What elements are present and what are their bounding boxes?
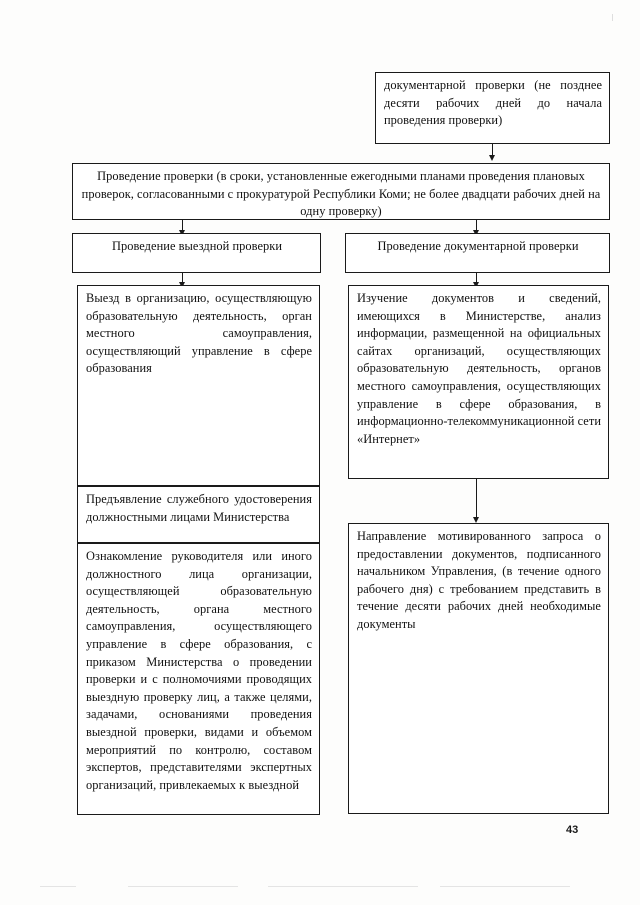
scan-artifact [128, 886, 238, 887]
connector-arrow-top [489, 155, 495, 161]
scan-artifact [440, 886, 570, 887]
flow-box-motivated-request: Направление мотивированного запроса о пр… [348, 523, 609, 814]
flow-box-visit-organization: Выезд в организацию, осуществляющую обра… [77, 285, 320, 486]
scan-artifact [40, 886, 76, 887]
page-number: 43 [566, 824, 579, 836]
flow-box-familiarize-head: Ознакомление руководителя или иного долж… [77, 543, 320, 815]
flow-box-study-documents: Изучение документов и сведений, имеющихс… [348, 285, 609, 479]
connector-line-to-doc-check [476, 220, 477, 232]
connector-arrow-to-request [473, 517, 479, 523]
flow-box-documentary-check-deadline: документарной проверки (не позднее десят… [375, 72, 610, 144]
flow-box-field-check: Проведение выездной проверки [72, 233, 321, 273]
connector-line-top [492, 144, 493, 157]
flow-box-main-inspection: Проведение проверки (в сроки, установлен… [72, 163, 610, 220]
scan-artifact [268, 886, 418, 887]
flow-box-documentary-check: Проведение документарной проверки [345, 233, 610, 273]
connector-line-to-request [476, 479, 477, 521]
connector-line-to-visit [182, 273, 183, 284]
scan-corner-mark [612, 14, 613, 21]
connector-line-to-study [476, 273, 477, 284]
connector-line-to-field-check [182, 220, 183, 232]
flow-box-present-credentials: Предъявление служебного удостоверения до… [77, 486, 320, 543]
